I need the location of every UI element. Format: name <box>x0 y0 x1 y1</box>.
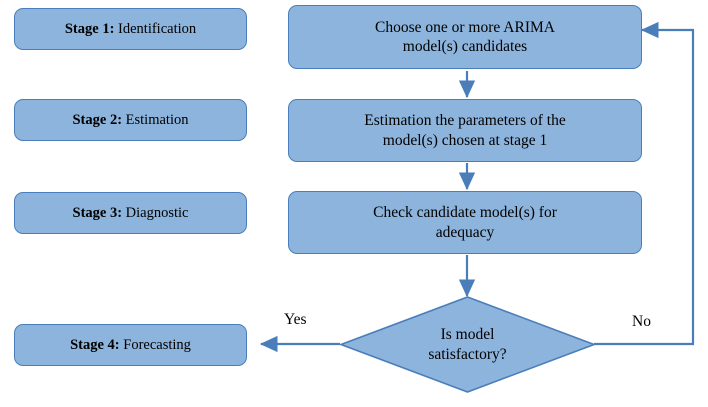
stage-3-label: Stage 3: Diagnostic <box>73 204 189 222</box>
stage-3-prefix: Stage 3: <box>72 204 123 221</box>
stage-box-estimation[interactable]: Stage 2: Estimation <box>14 99 247 141</box>
process-box-estimate-parameters[interactable]: Estimation the parameters of the model(s… <box>288 99 642 162</box>
stage-2-text: Estimation <box>122 111 189 128</box>
process-1-line1: Choose one or more ARIMA <box>375 18 555 36</box>
stage-1-text: Identification <box>114 20 197 37</box>
edge-label-yes: Yes <box>284 311 307 328</box>
stage-box-identification[interactable]: Stage 1: Identification <box>14 8 247 50</box>
stage-1-label: Stage 1: Identification <box>65 20 196 38</box>
process-3-text: Check candidate model(s) for adequacy <box>373 203 557 242</box>
process-3-line2: adequacy <box>435 223 495 241</box>
stage-4-text: Forecasting <box>119 336 191 353</box>
process-2-line1: Estimation the parameters of the <box>364 112 566 130</box>
stage-1-prefix: Stage 1: <box>64 20 115 37</box>
decision-text: Is model satisfactory? <box>340 296 595 393</box>
diamond-shape <box>340 296 595 393</box>
stage-2-label: Stage 2: Estimation <box>72 111 188 129</box>
stage-4-prefix: Stage 4: <box>70 336 120 353</box>
process-3-line1: Check candidate model(s) for <box>373 204 557 222</box>
stage-box-forecasting[interactable]: Stage 4: Forecasting <box>14 324 247 366</box>
decision-diamond[interactable]: Is model satisfactory? <box>340 296 595 393</box>
edge-label-no: No <box>632 313 651 330</box>
arrow-decision-no-feedback <box>594 21 695 346</box>
decision-line2: satisfactory? <box>428 345 507 363</box>
stage-box-diagnostic[interactable]: Stage 3: Diagnostic <box>14 192 247 234</box>
process-2-text: Estimation the parameters of the model(s… <box>364 111 565 150</box>
process-box-check-adequacy[interactable]: Check candidate model(s) for adequacy <box>288 191 642 254</box>
stage-3-text: Diagnostic <box>122 204 189 221</box>
decision-line1: Is model <box>440 326 495 344</box>
process-2-line2: model(s) chosen at stage 1 <box>382 131 548 149</box>
process-box-choose-candidates[interactable]: Choose one or more ARIMA model(s) candid… <box>288 5 642 69</box>
stage-4-label: Stage 4: Forecasting <box>70 336 191 354</box>
process-1-line2: model(s) candidates <box>402 38 528 55</box>
stage-2-prefix: Stage 2: <box>72 111 123 128</box>
process-1-text: Choose one or more ARIMA model(s) candid… <box>375 18 555 57</box>
